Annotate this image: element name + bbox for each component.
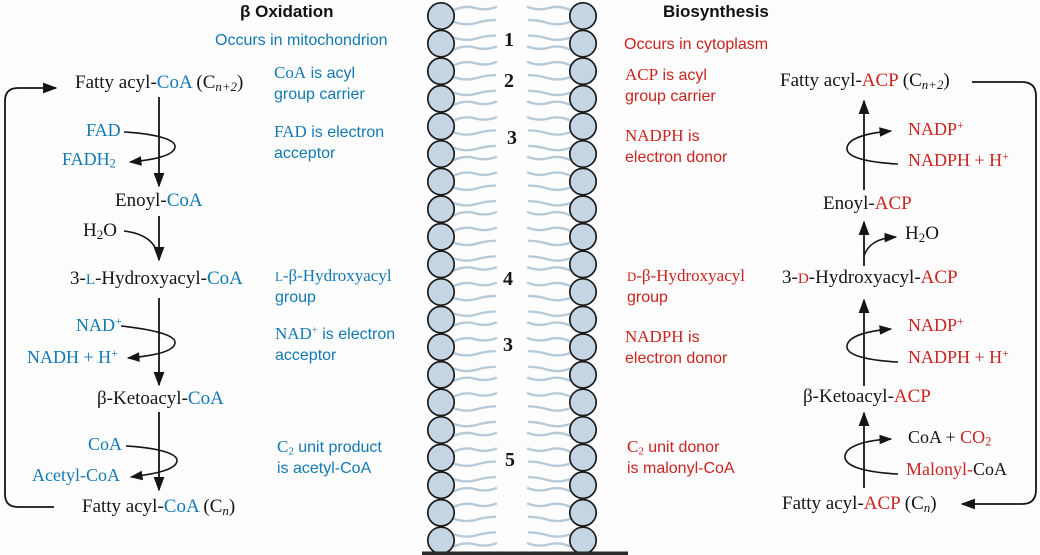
node-fatty-acyl-coa-n2: Fatty acyl-CoA (Cn+2) (75, 72, 244, 94)
node-beta-ketoacyl-coa: β-Ketoacyl-CoA (97, 388, 224, 409)
note-nad-acceptor-line1: NAD+ is electron (275, 324, 396, 343)
arrow-fad-to-fadh2 (123, 131, 176, 166)
cofactor-nadph-1: NADPH + H+ (908, 149, 1009, 170)
arrow-h2o-in-left (123, 230, 159, 255)
arrow-left-recycle-loop (4, 82, 58, 508)
membrane-step-3: 3 (507, 127, 517, 149)
note-coa-carrier-line1: CoA is acyl (274, 63, 356, 82)
note-nadph-donor2-line1: NADPH is (625, 327, 700, 346)
cofactor-coa: CoA (88, 434, 123, 454)
cofactor-nadh: NADH + H+ (27, 346, 118, 367)
arrow-right-recycle-loop (960, 81, 1037, 510)
node-3-d-hydroxyacyl-acp: 3-D-Hydroxyacyl-ACP (782, 267, 958, 288)
note-nadph-donor1-line2: electron donor (625, 149, 728, 166)
note-nad-acceptor-line2: acceptor (275, 347, 337, 364)
note-l-hydroxyacyl-line2: group (275, 289, 316, 306)
beta-oxidation-title: β Oxidation (240, 2, 334, 21)
node-enoyl-coa: Enoyl-CoA (115, 190, 203, 211)
substrate-malonyl-coa: Malonyl-CoA (906, 459, 1008, 479)
node-enoyl-acp: Enoyl-ACP (823, 193, 912, 214)
note-c2-donor-line1: C2 unit donor (627, 437, 720, 458)
note-acp-carrier-line1: ACP is acyl (625, 65, 707, 84)
note-fad-acceptor-line1: FAD is electron (274, 122, 385, 141)
arrow-nadph2-to-nadp (846, 325, 899, 363)
arrow-malonyl-to-co2 (844, 434, 899, 475)
node-fatty-acyl-coa-n: Fatty acyl-CoA (Cn) (82, 496, 236, 518)
node-fatty-acyl-acp-n: Fatty acyl-ACP (Cn) (782, 493, 937, 515)
note-coa-carrier-line2: group carrier (274, 86, 365, 103)
product-acetyl-coa: Acetyl-CoA (32, 465, 120, 485)
membrane-step-1: 1 (504, 29, 514, 51)
cofactor-nadp-1: NADP+ (908, 118, 964, 139)
cofactor-nadp-2: NADP+ (908, 314, 964, 335)
note-c2-product-line2: is acetyl-CoA (277, 460, 372, 477)
arrow-nadph1-to-nadp (846, 127, 899, 165)
arrow-h2o-out-right (863, 232, 898, 257)
membrane-step-2: 2 (504, 70, 514, 92)
note-nadph-donor1-line1: NADPH is (625, 126, 700, 145)
note-d-hydroxyacyl-line2: group (627, 289, 668, 306)
cofactor-nad: NAD+ (76, 314, 122, 335)
cofactor-nadph-2: NADPH + H+ (908, 346, 1009, 367)
cofactor-fad: FAD (86, 120, 121, 140)
lipid-bilayer-membrane (422, 1, 628, 555)
reactant-h2o-left: H2O (83, 220, 117, 242)
membrane-step-3b: 3 (503, 334, 513, 356)
note-d-hydroxyacyl-line1: D-β-Hydroxyacyl (627, 266, 745, 285)
note-occurs-mitochondrion: Occurs in mitochondrion (215, 32, 388, 49)
cofactor-fadh2: FADH2 (62, 149, 116, 171)
note-c2-donor-line2: is malonyl-CoA (627, 460, 735, 477)
byproduct-coa-co2: CoA + CO2 (908, 427, 992, 449)
node-beta-ketoacyl-acp: β-Ketoacyl-ACP (803, 386, 931, 407)
pathway-arrows (4, 81, 1037, 510)
note-nadph-donor2-line2: electron donor (625, 350, 728, 367)
node-3-l-hydroxyacyl-coa: 3-L-Hydroxyacyl-CoA (70, 268, 243, 289)
reactant-h2o-right: H2O (905, 223, 939, 245)
biosynthesis-title: Biosynthesis (663, 2, 769, 21)
membrane-step-4: 4 (503, 268, 513, 290)
note-c2-product-line1: C2 unit product (277, 437, 382, 458)
arrow-coa-to-acetylcoa (125, 445, 178, 481)
note-occurs-cytoplasm: Occurs in cytoplasm (624, 36, 769, 53)
arrow-nad-to-nadh (120, 325, 176, 362)
membrane-step-5: 5 (505, 449, 515, 471)
note-fad-acceptor-line2: acceptor (274, 145, 336, 162)
note-acp-carrier-line2: group carrier (625, 88, 716, 105)
node-fatty-acyl-acp-n2: Fatty acyl-ACP (Cn+2) (780, 70, 950, 92)
note-l-hydroxyacyl-line1: L-β-Hydroxyacyl (275, 266, 392, 285)
